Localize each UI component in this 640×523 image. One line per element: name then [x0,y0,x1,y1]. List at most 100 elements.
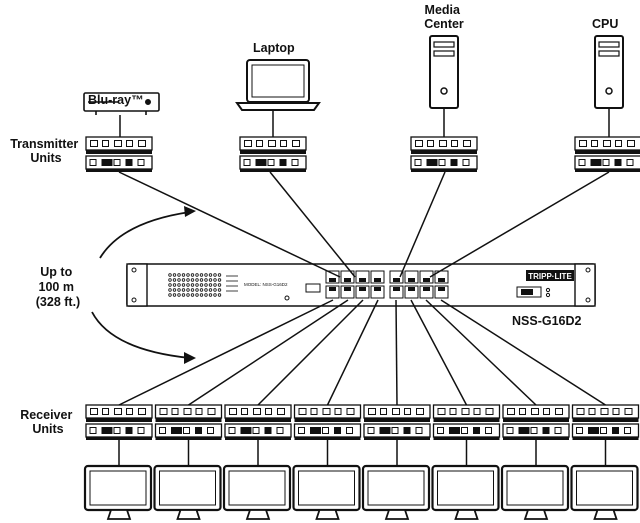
cable-line [395,299,398,406]
monitor-icon [431,464,500,520]
connector-port-icon [415,427,423,434]
status-led [181,283,186,287]
connector-port-icon [600,427,607,434]
extender-base [575,150,640,154]
sfp-module [521,289,533,295]
extender-base [364,437,430,440]
status-led [208,283,213,287]
status-led [195,283,199,287]
rj45-port-latch [344,287,351,291]
extender-base [572,437,639,440]
arrow-head-icon [184,206,196,217]
connector-port-icon [252,427,260,434]
connector-port-icon [588,408,596,415]
connector-port-icon [268,140,276,147]
status-led [204,273,208,277]
connector-port-icon [427,140,434,147]
connector-port-icon [519,408,526,415]
connector-port-icon [576,427,583,434]
receiver-unit [224,404,292,440]
status-led [217,283,222,287]
connector-port-icon [506,427,514,434]
connector-port-icon [241,408,248,415]
connector-port-icon [414,159,422,166]
connector-port-icon [624,408,633,415]
connector-port-icon [310,427,321,434]
connector-port-icon [322,408,331,415]
connector-port-icon [89,159,97,166]
connector-port-icon [334,427,341,434]
extender-base [411,169,477,172]
cable-line [118,171,341,278]
status-led [181,273,186,277]
connector-port-icon [125,159,133,166]
connector-port-icon [624,427,631,434]
connector-port-icon [437,408,446,415]
connector-port-icon [292,140,300,147]
connector-port-icon [614,159,622,166]
rj45-port-latch [408,287,415,291]
reset-button-icon [284,295,290,301]
rj45-port-latch [393,278,400,282]
status-led [213,293,217,297]
connector-port-icon [102,140,109,147]
connector-port-icon [579,140,587,147]
extender-base [411,150,477,154]
monitor-bezel [83,464,153,512]
monitor-icon [292,464,361,520]
extender-base [294,418,361,422]
monitors [83,440,639,520]
label-cpu: CPU [592,17,618,31]
extender-base [155,437,222,440]
connector-port-icon [322,427,329,434]
status-led [217,293,222,297]
label-media-center-line2: Center [424,17,464,31]
connector-port-icon [367,427,375,434]
extender-module [224,404,292,419]
extender-module [85,136,153,151]
connector-port-icon [277,408,285,415]
status-led [204,278,208,282]
connector-port-icon [113,159,121,166]
extender-module [410,136,478,151]
connector-port-icon [426,159,438,166]
status-led [177,273,181,277]
monitor-bezel [431,464,500,512]
distance-arrow-lower [91,311,191,359]
connector-port-icon [298,408,307,415]
connector-port-icon [207,427,214,434]
connector-port-icon [531,408,539,415]
label-media-center-line1: Media [425,3,461,17]
distance-arrows [91,206,196,364]
monitor-bezel [570,464,639,512]
status-led [172,283,177,287]
label-switch-model: NSS-G16D2 [512,314,582,328]
source-links [119,108,610,137]
extender-base [572,418,639,422]
status-led [168,273,172,277]
status-led [217,278,222,282]
extender-base [225,418,291,422]
rack-ear-left [126,263,148,307]
transmitter-unit [410,136,478,172]
label-laptop: Laptop [253,41,295,55]
status-led [168,293,172,297]
extender-base [86,150,152,154]
sfp-led [545,292,551,298]
monitor-stand [384,509,410,520]
monitor-stand [106,509,132,520]
status-led [186,283,190,287]
status-led [172,288,177,292]
status-led [177,278,181,282]
rack-ear-right [574,263,596,307]
extender-base [433,437,500,440]
brand-logo-text: TRIPP·LITE [528,272,572,281]
bluray-player-icon [83,92,160,115]
connector-port-icon [126,140,133,147]
connector-port-icon [240,427,252,434]
extender-base [433,418,500,422]
status-led [186,278,190,282]
monitor-screen [437,470,494,506]
status-led [168,283,172,287]
